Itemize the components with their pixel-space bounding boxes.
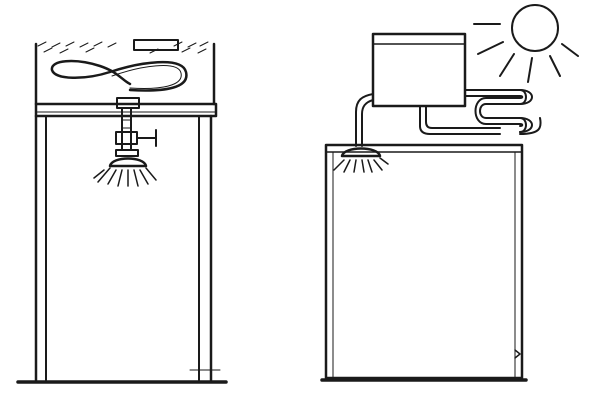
valve-body — [115, 131, 138, 145]
shower-head-icon — [340, 147, 382, 158]
right-water-tank — [371, 32, 467, 108]
water-surface-hatch-2 — [43, 47, 207, 54]
shower-head-icon — [108, 157, 148, 168]
door-handle[interactable] — [514, 349, 521, 359]
water-spray-icon — [93, 167, 157, 187]
left-pipe-valve — [115, 97, 157, 157]
left-water-tank — [34, 39, 216, 106]
right-shower-pipe — [355, 93, 374, 147]
left-posts — [34, 114, 221, 382]
sun-icon — [473, 4, 579, 83]
tank-lid — [133, 39, 179, 51]
right-cabin-box — [324, 143, 524, 380]
left-shower-head — [93, 157, 157, 187]
water-spray-icon — [333, 157, 389, 173]
solar-collector-coil — [419, 89, 542, 135]
solar-heating-hose — [50, 59, 188, 92]
pipe-coupling — [116, 97, 140, 109]
left-shower-cabin — [16, 39, 228, 384]
left-roof-frame — [34, 102, 218, 118]
right-shower-cabin — [320, 4, 579, 382]
water-surface-hatch — [37, 41, 209, 48]
right-shower-head — [333, 147, 389, 173]
